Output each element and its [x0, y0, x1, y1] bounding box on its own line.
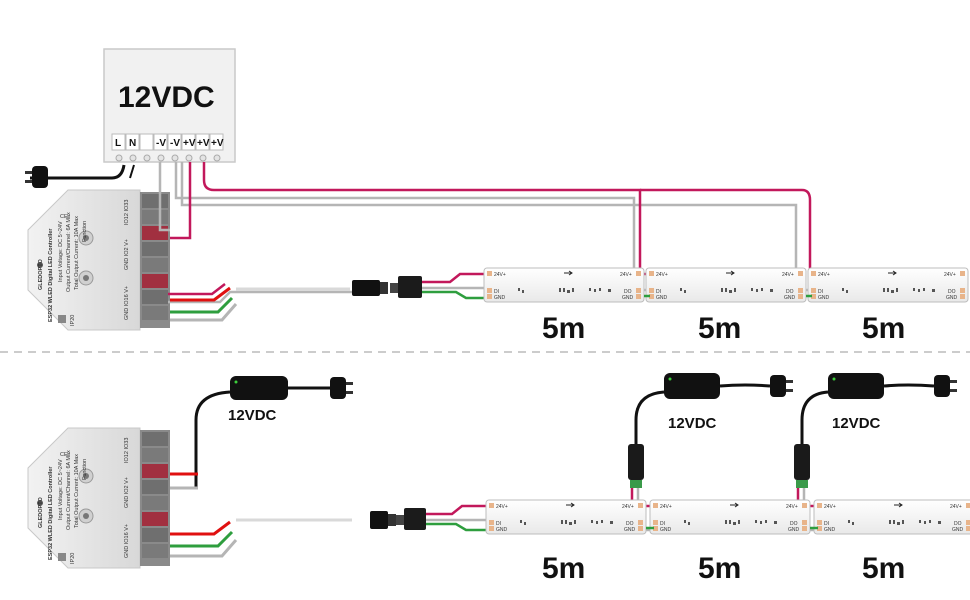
led-strip-top-2 [645, 267, 807, 303]
adapter-label-1: 12VDC [228, 407, 277, 424]
data-wires-bottom [170, 520, 238, 558]
power-wires-controller-bottom [170, 472, 198, 490]
segment-length-bottom-2: 5m [698, 552, 741, 585]
power-adapter-3: 12VDC [794, 373, 957, 488]
segment-length-bottom-3: 5m [862, 552, 905, 585]
strip-feed-wires-top [422, 272, 486, 300]
terminal-l-label: L [115, 138, 121, 149]
segment-length-top-1: 5m [542, 312, 585, 345]
segment-length-top-3: 5m [862, 312, 905, 345]
terminal-pos3-label: +V [211, 138, 224, 149]
psu-terminal-labels: L N -V -V +V +V +V [111, 133, 224, 151]
adapter-label-3: 12VDC [832, 415, 881, 432]
sm-connector-top [352, 276, 422, 298]
terminal-neg2-label: -V [170, 138, 180, 149]
top-section: 12VDC L N -V -V +V +V +V [25, 48, 969, 345]
led-strip-top-1 [483, 267, 645, 303]
data-wires-top [170, 286, 238, 322]
terminal-neg1-label: -V [156, 138, 166, 149]
sm-connector-bottom [370, 508, 426, 530]
adapter-label-2: 12VDC [668, 415, 717, 432]
power-adapter-2: 12VDC [628, 373, 793, 488]
strip-feed-wires-bottom [426, 504, 488, 532]
mains-plug [25, 164, 135, 188]
power-adapter-1: 12VDC [194, 376, 353, 488]
led-strip-bottom-3 [813, 499, 970, 535]
segment-length-top-2: 5m [698, 312, 741, 345]
led-strip-bottom-2 [649, 499, 811, 535]
segment-length-bottom-1: 5m [542, 552, 585, 585]
wled-controller-bottom [27, 427, 171, 569]
terminal-n-label: N [129, 138, 136, 149]
led-strip-top-3 [807, 267, 969, 303]
positive-wires-top [168, 162, 812, 296]
terminal-pos1-label: +V [183, 138, 196, 149]
psu-label: 12VDC [118, 81, 215, 114]
power-supply: 12VDC L N -V -V +V +V +V [103, 48, 236, 163]
terminal-pos2-label: +V [197, 138, 210, 149]
wled-controller-top [27, 189, 171, 331]
bottom-section: 12VDC [27, 373, 970, 585]
led-strip-bottom-1 [485, 499, 647, 535]
